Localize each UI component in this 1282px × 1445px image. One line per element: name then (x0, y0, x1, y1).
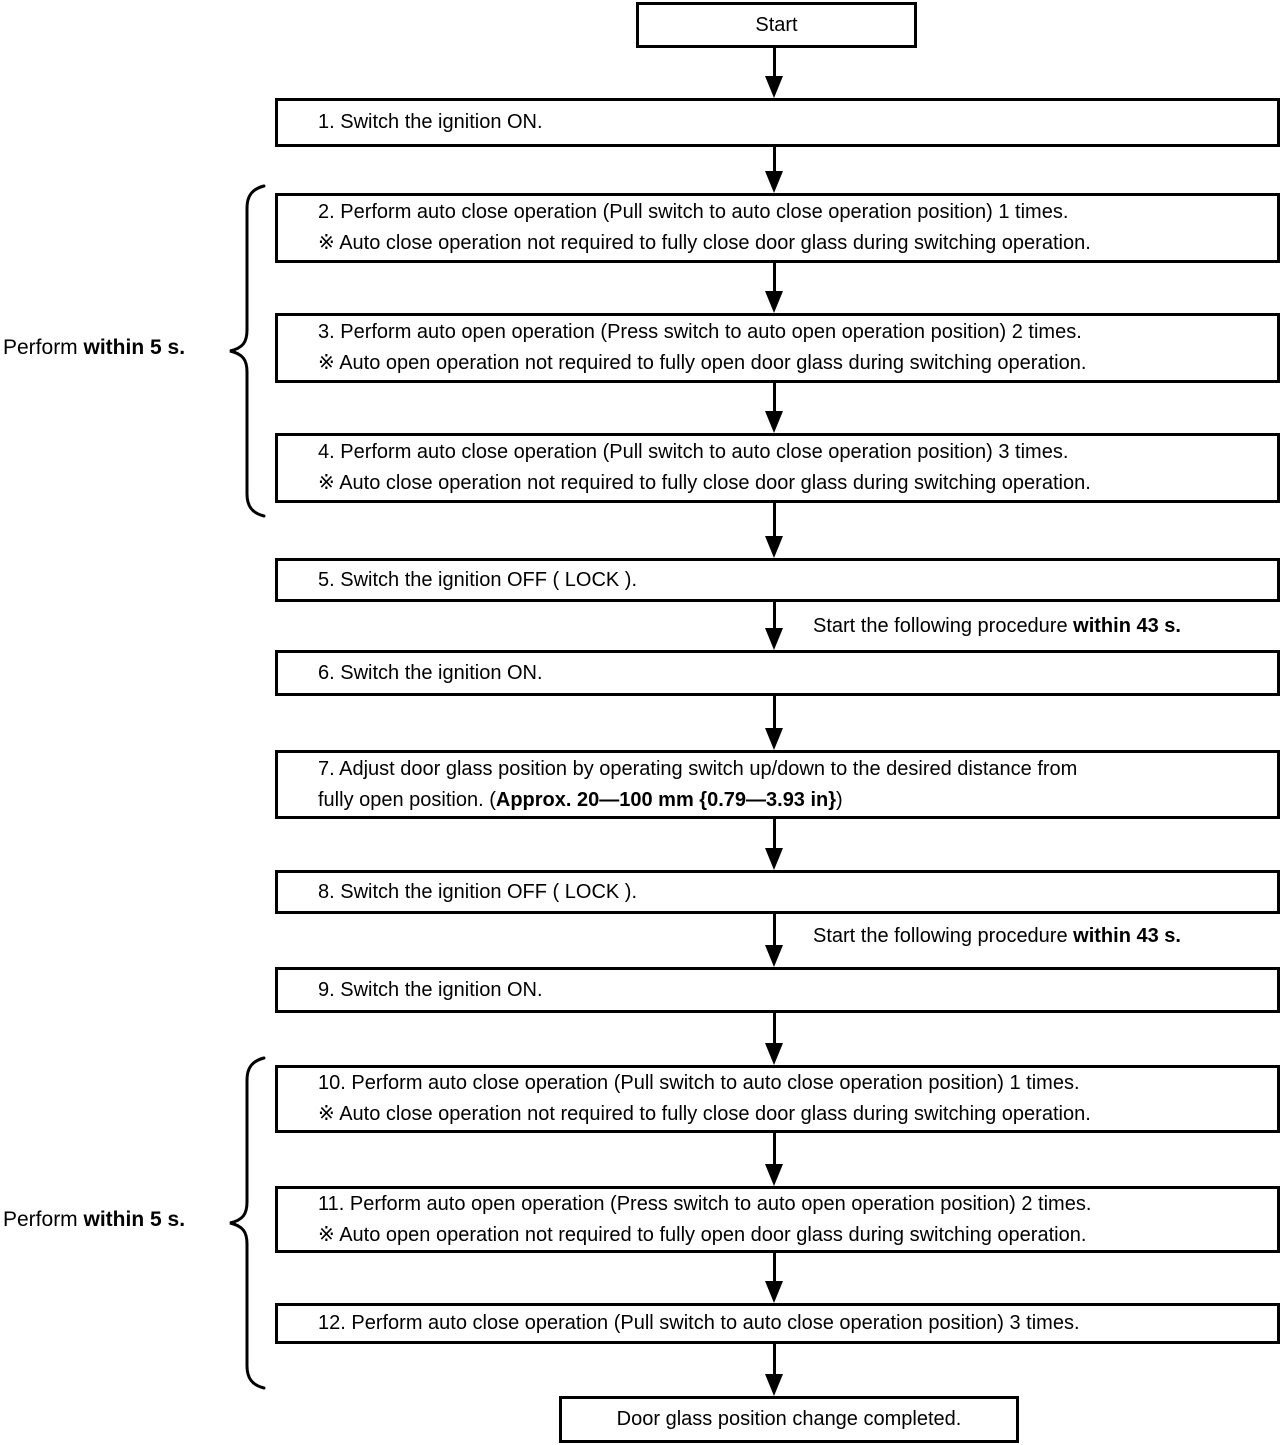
curly-brace-icon (229, 184, 266, 518)
arrow-down-icon (765, 1164, 783, 1186)
step-box-1: 1. Switch the ignition ON. (275, 98, 1280, 147)
arrow-down-icon (765, 411, 783, 433)
step-box-12: 12. Perform auto close operation (Pull s… (275, 1303, 1280, 1344)
side-label-perform-1: Perform within 5 s. (3, 336, 185, 360)
side-label-text: Perform (3, 1208, 84, 1231)
side-label-bold: within 5 s. (83, 336, 186, 359)
flow-arrow (765, 147, 783, 193)
arrow-down-icon (765, 291, 783, 313)
arrow-down-icon (765, 728, 783, 750)
step-note: ※ Auto open operation not required to fu… (318, 1223, 1087, 1246)
end-label: Door glass position change completed. (616, 1408, 962, 1430)
step-text: 11. Perform auto open operation (Press s… (318, 1192, 1092, 1215)
step-box-9: 9. Switch the ignition ON. (275, 967, 1280, 1013)
step-text: 4. Perform auto close operation (Pull sw… (318, 441, 1069, 463)
timing-note-1: Start the following procedure within 43 … (813, 615, 1181, 638)
arrow-down-icon (765, 628, 783, 650)
flow-arrow (765, 1133, 783, 1186)
step-box-4: 4. Perform auto close operation (Pull sw… (275, 433, 1280, 503)
step-text-line2-suffix: ) (836, 788, 843, 811)
step-text-line2-bold: Approx. 20—100 mm {0.79—3.93 in} (495, 788, 837, 811)
step-text: 10. Perform auto close operation (Pull s… (318, 1072, 1080, 1094)
arrow-down-icon (765, 171, 783, 193)
flow-arrow (765, 914, 783, 967)
side-label-perform-2: Perform within 5 s. (3, 1208, 185, 1232)
step-box-8: 8. Switch the ignition OFF ( LOCK ). (275, 870, 1280, 914)
step-text: 1. Switch the ignition ON. (318, 111, 543, 133)
arrow-down-icon (765, 536, 783, 558)
step-box-3: 3. Perform auto open operation (Press sw… (275, 313, 1280, 383)
flow-arrow (765, 47, 783, 98)
arrow-down-icon (765, 848, 783, 870)
start-node: Start (636, 2, 917, 48)
timing-note-text: Start the following procedure (813, 925, 1074, 947)
flow-arrow (765, 1013, 783, 1065)
step-text: 2. Perform auto close operation (Pull sw… (318, 201, 1069, 223)
step-text: 12. Perform auto close operation (Pull s… (318, 1312, 1080, 1334)
timing-note-text: Start the following procedure (813, 615, 1074, 637)
flow-arrow (765, 1344, 783, 1396)
flow-arrow (765, 602, 783, 650)
timing-note-bold: within 43 s. (1073, 925, 1181, 947)
side-label-bold: within 5 s. (83, 1208, 186, 1231)
flow-arrow (765, 819, 783, 870)
arrow-down-icon (765, 1281, 783, 1303)
arrow-down-icon (765, 945, 783, 967)
arrow-down-icon (765, 76, 783, 98)
step-text: 3. Perform auto open operation (Press sw… (318, 321, 1082, 343)
end-node: Door glass position change completed. (559, 1396, 1019, 1443)
step-note: ※ Auto close operation not required to f… (318, 472, 1091, 494)
step-box-11: 11. Perform auto open operation (Press s… (275, 1186, 1280, 1253)
arrow-down-icon (765, 1043, 783, 1065)
step-text-line2: fully open position. (Approx. 20—100 mm … (318, 785, 1263, 816)
step-box-6: 6. Switch the ignition ON. (275, 650, 1280, 696)
flow-arrow (765, 263, 783, 313)
flow-arrow (765, 1253, 783, 1303)
side-label-text: Perform (3, 336, 84, 359)
step-text-line2-prefix: fully open position. ( (318, 788, 496, 811)
step-box-7: 7. Adjust door glass position by operati… (275, 750, 1280, 819)
step-box-10: 10. Perform auto close operation (Pull s… (275, 1065, 1280, 1133)
step-text: 5. Switch the ignition OFF ( LOCK ). (318, 568, 637, 591)
step-text: 9. Switch the ignition ON. (318, 978, 543, 1001)
flow-arrow (765, 383, 783, 433)
flow-arrow (765, 696, 783, 750)
step-note: ※ Auto close operation not required to f… (318, 232, 1091, 254)
flow-arrow (765, 503, 783, 558)
step-note: ※ Auto close operation not required to f… (318, 1103, 1091, 1125)
step-text: 7. Adjust door glass position by operati… (318, 757, 1078, 780)
step-text: 8. Switch the ignition OFF ( LOCK ). (318, 880, 637, 903)
arrow-down-icon (765, 1374, 783, 1396)
curly-brace-icon (229, 1056, 266, 1390)
step-text: 6. Switch the ignition ON. (318, 661, 543, 684)
timing-note-bold: within 43 s. (1073, 615, 1181, 637)
step-box-5: 5. Switch the ignition OFF ( LOCK ). (275, 558, 1280, 602)
step-box-2: 2. Perform auto close operation (Pull sw… (275, 193, 1280, 263)
timing-note-2: Start the following procedure within 43 … (813, 925, 1181, 948)
step-note: ※ Auto open operation not required to fu… (318, 352, 1087, 374)
start-label: Start (755, 13, 798, 36)
